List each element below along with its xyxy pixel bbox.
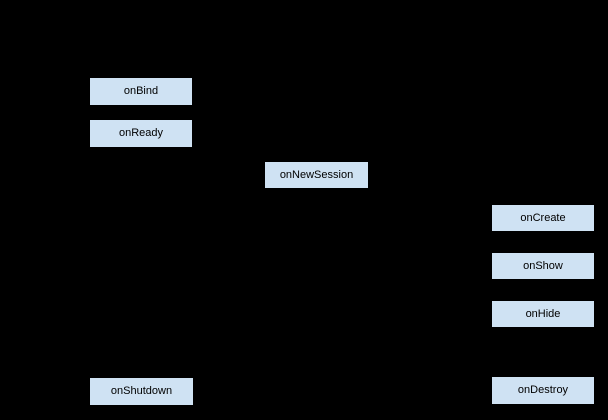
node-onnewsession: onNewSession (264, 161, 369, 189)
node-ondestroy: onDestroy (491, 376, 595, 405)
node-onshow-label: onShow (523, 259, 563, 272)
node-onnewsession-label: onNewSession (279, 168, 354, 181)
node-onshutdown-label: onShutdown (110, 385, 173, 397)
node-onhide: onHide (491, 300, 595, 328)
node-onbind-label: onBind (123, 85, 159, 97)
node-onready: onReady (89, 119, 193, 148)
node-onshutdown: onShutdown (89, 377, 194, 406)
node-oncreate-label: onCreate (520, 211, 566, 224)
node-onready-label: onReady (118, 127, 164, 139)
node-oncreate: onCreate (491, 204, 595, 232)
node-onshow: onShow (491, 252, 595, 280)
node-ondestroy-label: onDestroy (517, 384, 569, 396)
node-onbind: onBind (89, 77, 193, 106)
node-onhide-label: onHide (525, 307, 561, 320)
